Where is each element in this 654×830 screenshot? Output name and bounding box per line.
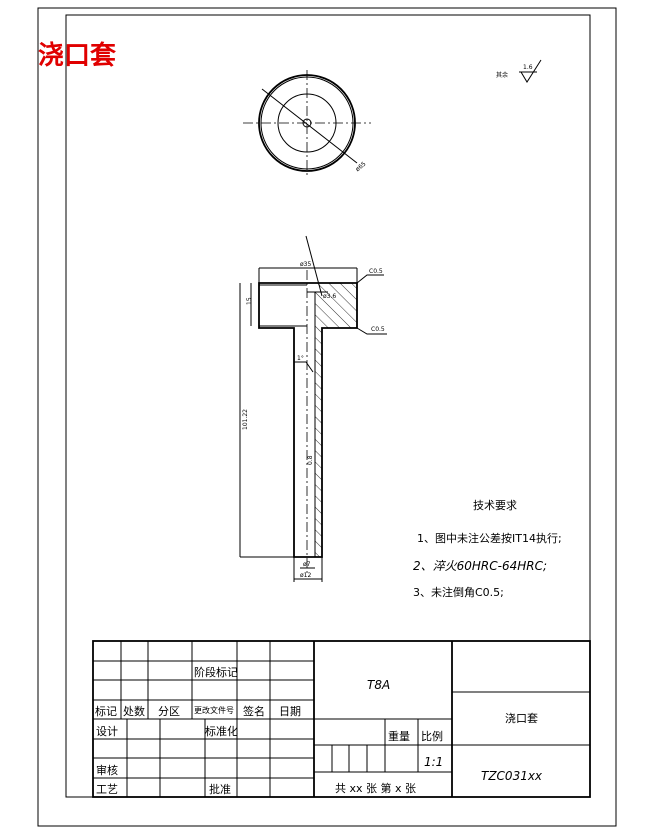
outer-border (37, 7, 617, 827)
dim-total-length: 101.22 (242, 409, 249, 430)
top-view: ø65 (243, 70, 371, 177)
dim-chamfer-top: C0.5 (369, 268, 383, 275)
dim-angle: 1° (297, 355, 304, 362)
dim-sprue-dia: ø3.6 (323, 293, 336, 300)
svg-text:批准: 批准 (209, 782, 231, 796)
dim-head-dia: ø35 (300, 261, 311, 268)
svg-text:标记: 标记 (95, 704, 117, 718)
svg-text:工艺: 工艺 (96, 783, 118, 796)
roughness-symbol: 其余 1.6 (496, 59, 542, 83)
dim-chamfer-bottom: C0.5 (371, 326, 385, 333)
svg-text:阶段标记: 阶段标记 (194, 665, 238, 679)
svg-text:分区: 分区 (158, 705, 180, 718)
dim-bore-dia: ø7 (303, 561, 311, 568)
svg-text:重量: 重量 (388, 729, 410, 743)
svg-text:技术要求: 技术要求 (473, 499, 517, 512)
svg-text:设计: 设计 (96, 725, 118, 738)
svg-text:日期: 日期 (279, 705, 301, 718)
dim-head-height: 15 (246, 297, 253, 305)
section-view: ø35 15 ø3.6 C0.5 C0.5 1° 101.22 0.8 ø7 ø… (239, 235, 387, 582)
title-block: 阶段标记 标记 处数 分区 更改文件号 签名 日期 设计 标准化 审核 工艺 批… (92, 640, 591, 798)
tech-requirements: 技术要求 1、图中未注公差按IT14执行; 2、淬火60HRC-64HRC; 3… (413, 499, 562, 599)
svg-text:处数: 处数 (123, 705, 145, 718)
svg-text:1、图中未注公差按IT14执行;: 1、图中未注公差按IT14执行; (417, 531, 562, 545)
svg-text:共 xx 张 第 x 张: 共 xx 张 第 x 张 (335, 781, 416, 795)
drawing-title: 浇口套 (38, 41, 117, 71)
svg-text:T8A: T8A (367, 678, 390, 692)
dim-stem-dia: ø12 (300, 572, 311, 579)
svg-text:2、淬火60HRC-64HRC;: 2、淬火60HRC-64HRC; (413, 559, 547, 573)
svg-text:TZC031xx: TZC031xx (481, 769, 543, 783)
dim-roughness-inner: 0.8 (307, 455, 314, 465)
svg-text:审核: 审核 (96, 763, 118, 777)
svg-text:比例: 比例 (421, 729, 443, 743)
svg-text:签名: 签名 (243, 704, 265, 718)
svg-text:1:1: 1:1 (424, 755, 443, 769)
svg-text:3、未注倒角C0.5;: 3、未注倒角C0.5; (413, 585, 504, 599)
svg-text:1.6: 1.6 (523, 64, 533, 71)
svg-text:更改文件号: 更改文件号 (194, 705, 234, 715)
svg-text:其余: 其余 (496, 71, 508, 79)
svg-text:标准化: 标准化 (205, 724, 238, 738)
svg-text:浇口套: 浇口套 (505, 712, 538, 725)
